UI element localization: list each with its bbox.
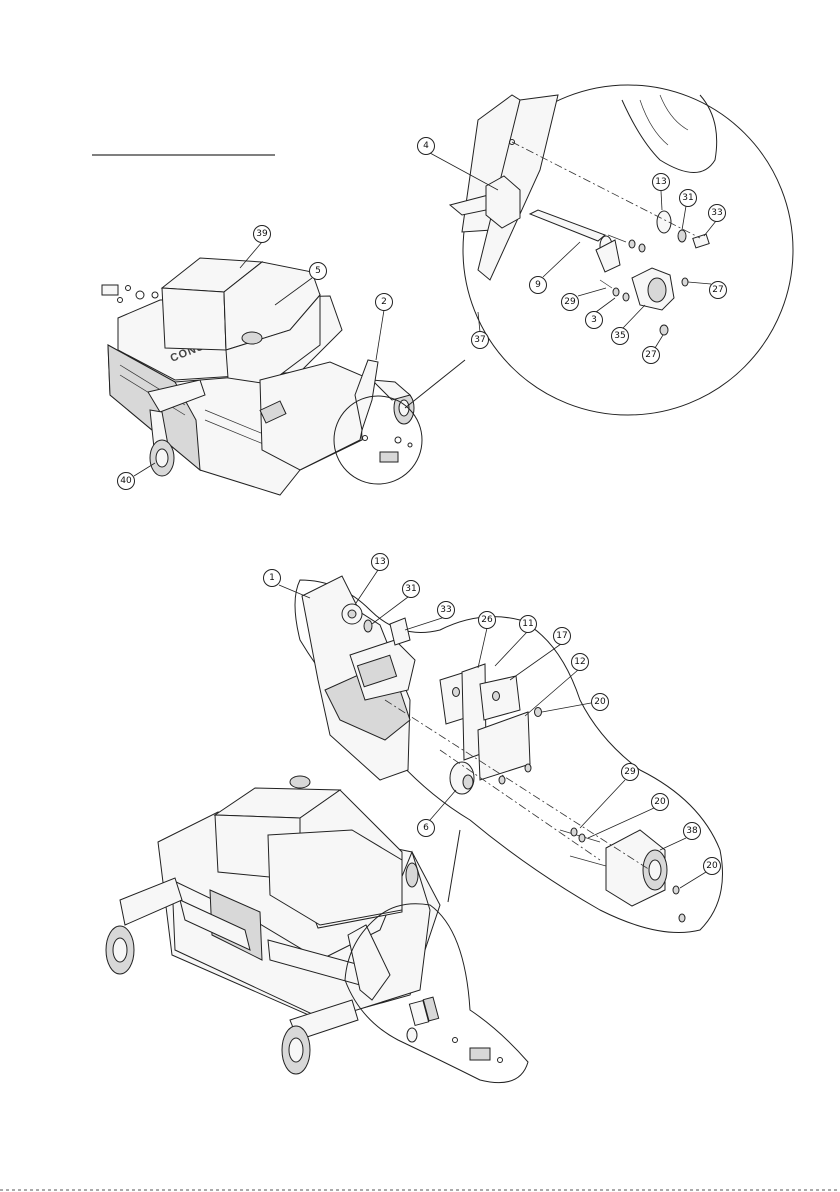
callout-20c: 20	[704, 858, 721, 875]
svg-text:13: 13	[655, 177, 666, 187]
svg-text:20: 20	[654, 797, 666, 807]
svg-text:3: 3	[591, 315, 597, 325]
callout-3: 3	[586, 312, 603, 329]
svg-text:39: 39	[256, 229, 268, 239]
svg-text:33: 33	[711, 208, 722, 218]
svg-text:13: 13	[374, 557, 385, 567]
svg-text:17: 17	[556, 631, 567, 641]
svg-text:2: 2	[381, 297, 387, 307]
callout-9: 9	[530, 277, 547, 294]
svg-text:33: 33	[440, 605, 451, 615]
callout-13: 13	[653, 174, 670, 191]
svg-text:27: 27	[645, 350, 656, 360]
callout-39: 39	[254, 226, 271, 243]
callout-5: 5	[310, 263, 327, 280]
svg-text:40: 40	[120, 476, 132, 486]
callout-38: 38	[684, 823, 701, 840]
callout-27b: 27	[643, 347, 660, 364]
callout-40: 40	[118, 473, 135, 490]
callout-20b: 20	[652, 794, 669, 811]
callout-17: 17	[554, 628, 571, 645]
svg-text:20: 20	[706, 861, 718, 871]
svg-text:27: 27	[712, 285, 723, 295]
svg-text:29: 29	[564, 297, 576, 307]
detail-callouts: 4 13 31 33 27 9 29 3 35 27 37	[418, 138, 727, 364]
svg-text:38: 38	[686, 826, 698, 836]
svg-text:6: 6	[423, 823, 429, 833]
svg-text:1: 1	[269, 573, 275, 583]
callout-1: 1	[264, 570, 281, 587]
svg-text:5: 5	[315, 266, 321, 276]
svg-text:31: 31	[405, 584, 416, 594]
top-machine-assembly: CONSUP	[102, 258, 465, 495]
callout-37: 37	[472, 332, 489, 349]
callout-13-bottom: 13	[372, 554, 389, 571]
callout-26: 26	[479, 612, 496, 629]
detail-circle-top	[450, 85, 793, 415]
callout-11: 11	[520, 616, 537, 633]
callout-6: 6	[418, 820, 435, 837]
callout-31-bottom: 31	[403, 581, 420, 598]
callout-29: 29	[562, 294, 579, 311]
callout-33: 33	[709, 205, 726, 222]
svg-text:11: 11	[522, 619, 533, 629]
callout-33-bottom: 33	[438, 602, 455, 619]
svg-text:12: 12	[574, 657, 585, 667]
callout-31: 31	[680, 190, 697, 207]
svg-text:26: 26	[481, 615, 493, 625]
svg-text:4: 4	[423, 141, 429, 151]
svg-text:37: 37	[474, 335, 485, 345]
bottom-machine-assembly	[106, 776, 528, 1083]
svg-text:29: 29	[624, 767, 636, 777]
svg-text:9: 9	[535, 280, 541, 290]
callout-20a: 20	[592, 694, 609, 711]
svg-text:35: 35	[614, 331, 625, 341]
svg-text:31: 31	[682, 193, 693, 203]
callout-35: 35	[612, 328, 629, 345]
callout-2: 2	[376, 294, 393, 311]
callout-4: 4	[418, 138, 435, 155]
callout-12: 12	[572, 654, 589, 671]
callout-27a: 27	[710, 282, 727, 299]
svg-text:20: 20	[594, 697, 606, 707]
callout-29-bottom: 29	[622, 764, 639, 781]
